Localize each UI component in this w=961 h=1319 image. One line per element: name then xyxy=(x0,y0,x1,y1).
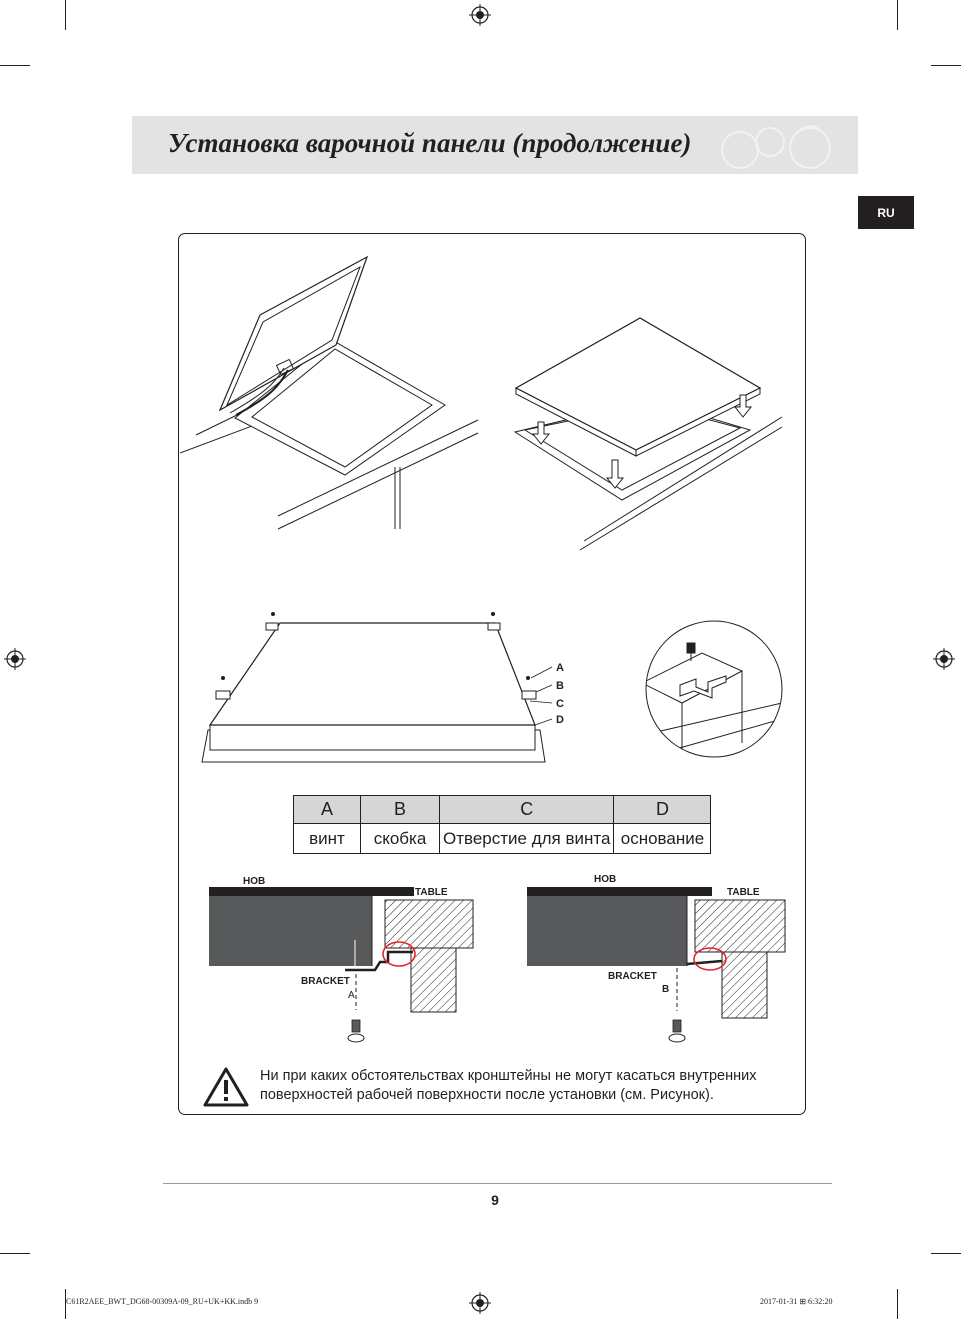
bracket-label: BRACKET xyxy=(608,971,657,982)
cross-section-b-illustration: HOB TABLE BRACKET B xyxy=(527,874,786,1043)
bracket-detail-illustration xyxy=(645,620,783,758)
registration-mark-icon xyxy=(4,648,26,670)
table-cell: винт xyxy=(293,823,361,854)
hob-label: HOB xyxy=(243,876,265,887)
crop-mark xyxy=(897,0,898,30)
part-label-d: D xyxy=(556,714,564,726)
table-header-cell: B xyxy=(360,795,440,824)
table-header-cell: D xyxy=(613,795,712,824)
hob-brackets-illustration: A B C D xyxy=(201,612,564,763)
crop-mark xyxy=(931,65,961,66)
table-cell: Отверстие для винта xyxy=(438,823,615,854)
crop-mark xyxy=(897,1289,898,1319)
table-cell: основание xyxy=(613,823,712,854)
language-tab: RU xyxy=(858,196,914,229)
hob-label: HOB xyxy=(594,874,616,885)
warning-icon xyxy=(203,1067,249,1107)
page-number: 9 xyxy=(491,1192,499,1208)
position-label-a: A xyxy=(348,990,355,1001)
table-header-row: A B C D xyxy=(293,795,712,824)
print-slug-file: C61R2AEE_BWT_DG68-00309A-09_RU+UK+KK.ind… xyxy=(66,1297,259,1306)
warning-text: Ни при каких обстоятельствах кронштейны … xyxy=(260,1068,757,1103)
parts-table: A B C D винт скобка Отверстие для винта … xyxy=(293,795,712,854)
page-title: Установка варочной панели (продолжение) xyxy=(168,128,692,158)
position-label-b: B xyxy=(662,984,669,995)
part-label-a: A xyxy=(556,662,564,674)
crop-mark xyxy=(0,65,30,66)
hob-cutout-illustration xyxy=(180,255,479,530)
footer-divider xyxy=(163,1183,832,1184)
crop-mark xyxy=(65,0,66,30)
part-label-c: C xyxy=(556,698,564,710)
crop-mark xyxy=(931,1253,961,1254)
table-header-cell: C xyxy=(438,795,615,824)
installation-figure-frame xyxy=(178,233,806,1115)
registration-mark-icon xyxy=(469,1292,491,1314)
print-slug-date: 2017-01-31 ⊞ 6:32:20 xyxy=(760,1297,833,1306)
crop-mark xyxy=(0,1253,30,1254)
hob-placement-illustration xyxy=(513,317,783,551)
table-header-cell: A xyxy=(293,795,361,824)
registration-mark-icon xyxy=(469,4,491,26)
bracket-label: BRACKET xyxy=(301,976,350,987)
section-title-band: Установка варочной панели (продолжение) xyxy=(132,116,858,174)
registration-mark-icon xyxy=(933,648,955,670)
part-label-b: B xyxy=(556,680,564,692)
table-cell: скобка xyxy=(360,823,440,854)
table-row: винт скобка Отверстие для винта основани… xyxy=(293,823,712,854)
crop-mark xyxy=(65,1289,66,1319)
table-label: TABLE xyxy=(727,887,760,898)
decorative-vegetable-icon xyxy=(721,125,831,169)
cross-section-a-illustration: HOB TABLE BRACKET A xyxy=(209,876,474,1043)
table-label: TABLE xyxy=(415,887,448,898)
